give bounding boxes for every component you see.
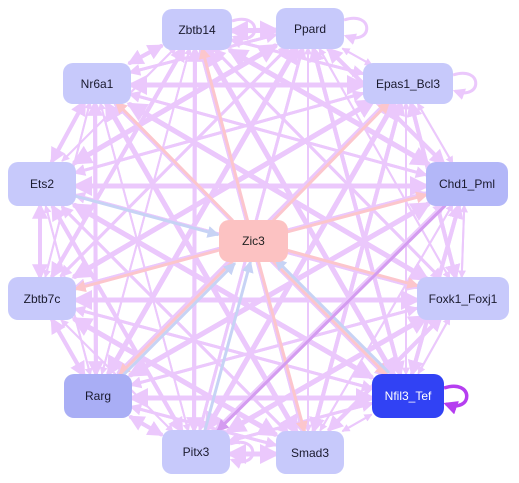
- self-loop-nfil3_tef: [443, 384, 469, 415]
- edge-zic3-to-zbtb14: [198, 46, 249, 222]
- node-label: Ets2: [29, 177, 54, 191]
- self-loop-zbtb14: [231, 17, 257, 46]
- node-epas1-bcl3[interactable]: Epas1_Bcl3: [363, 63, 453, 104]
- edge-chd1_pml-to-epas1_bcl3: [416, 102, 454, 165]
- node-foxk1-foxj1[interactable]: Foxk1_Foxj1: [417, 277, 509, 320]
- edge-smad3-to-rarg: [129, 403, 277, 447]
- node-label: Nfil3_Tef: [384, 389, 432, 403]
- node-ets2[interactable]: Ets2: [8, 162, 76, 206]
- edge-smad3-to-nfil3_tef: [342, 413, 373, 432]
- edge-smad3-to-zbtb7c: [71, 316, 278, 437]
- edge-pitx3-to-rarg: [128, 415, 164, 437]
- edge-rarg-to-foxk1_foxj1: [129, 305, 419, 387]
- node-chd1-pml[interactable]: Chd1_Pml: [426, 162, 508, 206]
- node-pitx3[interactable]: Pitx3: [162, 430, 230, 474]
- edge-zbtb7c-to-epas1_bcl3: [72, 98, 377, 279]
- node-ppard[interactable]: Ppard: [276, 8, 344, 49]
- node-label: Ppard: [293, 21, 327, 36]
- node-label: Smad3: [290, 445, 330, 460]
- edge-ets2-to-zic3: [73, 194, 220, 238]
- edge-ets2-to-nr6a1: [50, 99, 87, 164]
- node-label: Chd1_Pml: [438, 177, 496, 191]
- edge-rarg-to-zbtb7c: [50, 317, 86, 377]
- edge-zic3-to-zbtb7c: [73, 248, 220, 293]
- edge-zbtb7c-to-zbtb14: [50, 45, 186, 279]
- node-zbtb7c[interactable]: Zbtb7c: [8, 277, 76, 320]
- node-label: Zbtb14: [178, 22, 216, 37]
- self-loop-ppard: [343, 16, 369, 45]
- edge-smad3-to-nr6a1: [104, 100, 299, 435]
- node-smad3[interactable]: Smad3: [276, 431, 344, 474]
- edge-epas1_bcl3-to-ppard: [341, 47, 373, 66]
- node-zbtb14[interactable]: Zbtb14: [162, 9, 232, 50]
- edge-zic3-to-rarg: [118, 260, 234, 376]
- edge-nfil3_tef-to-ets2: [71, 202, 374, 380]
- edge-pitx3-to-epas1_bcl3: [204, 98, 398, 432]
- edge-nfil3_tef-to-zbtb14: [204, 46, 397, 378]
- edge-zic3-to-smad3: [257, 260, 308, 434]
- edge-pitx3-to-zbtb14: [186, 45, 203, 432]
- node-label: Nr6a1: [80, 76, 114, 91]
- self-loop-pitx3: [229, 440, 255, 469]
- edge-zic3-to-chd1_pml: [286, 191, 429, 234]
- edge-rarg-to-ppard: [106, 43, 300, 376]
- edge-foxk1_foxj1-to-chd1_pml: [460, 204, 469, 278]
- node-nfil3-tef[interactable]: Nfil3_Tef: [372, 374, 444, 418]
- node-label: Foxk1_Foxj1: [428, 291, 498, 306]
- edge-pitx3-to-ets2: [50, 204, 184, 433]
- node-rarg[interactable]: Rarg: [64, 374, 132, 418]
- edge-zic3-to-foxk1_foxj1: [286, 249, 420, 289]
- node-label: Zbtb7c: [23, 291, 61, 306]
- edge-rarg-to-chd1_pml: [128, 201, 432, 378]
- edge-pitx3-to-zic3: [203, 260, 254, 433]
- edge-rarg-to-zic3: [120, 262, 236, 378]
- node-label: Rarg: [84, 389, 111, 403]
- edge-zic3-to-nr6a1: [115, 101, 234, 222]
- node-label: Epas1_Bcl3: [375, 76, 441, 91]
- self-loop-epas1_bcl3: [452, 71, 478, 100]
- node-label: Pitx3: [182, 445, 210, 459]
- edge-zic3-to-epas1_bcl3: [272, 101, 391, 222]
- node-label: Zic3: [242, 234, 265, 248]
- edge-chd1_pml-to-pitx3: [216, 204, 447, 432]
- edge-foxk1_foxj1-to-nr6a1: [126, 102, 429, 282]
- edge-smad3-to-epas1_bcl3: [311, 99, 406, 433]
- edge-smad3-to-chd1_pml: [319, 203, 454, 431]
- node-zic3[interactable]: Zic3: [219, 220, 288, 262]
- edge-nfil3_tef-to-foxk1_foxj1: [417, 316, 451, 375]
- edge-ets2-to-epas1_bcl3: [73, 90, 365, 175]
- node-nr6a1[interactable]: Nr6a1: [63, 63, 131, 104]
- edge-nr6a1-to-zbtb14: [128, 44, 164, 65]
